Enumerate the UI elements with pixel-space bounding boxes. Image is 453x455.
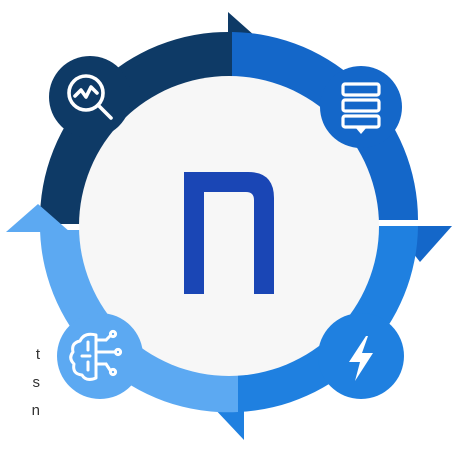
arrow-head-4 [6,204,70,232]
side-text-line-2: s [32,374,41,391]
lightning-bolt-icon [349,336,373,381]
stage-node-learn [57,313,143,399]
brain-circuit-icon [69,329,123,381]
stage-node-organize [320,66,402,148]
logo-letter [184,172,274,294]
side-text-line-1: t [35,346,40,363]
stage-node-activate [318,313,404,399]
side-text-line-3: n [31,402,40,419]
center-circle [79,76,379,376]
magnifier-chart-icon [67,74,113,120]
stage-node-analyze [49,56,131,138]
